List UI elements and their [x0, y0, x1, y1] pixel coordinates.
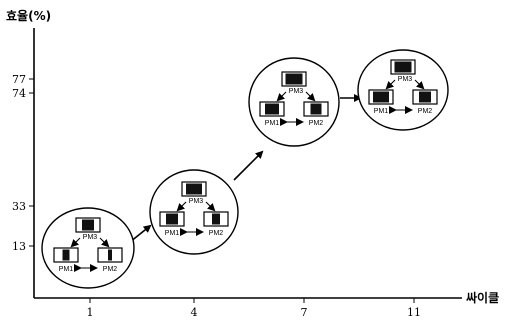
flow-arrow: [385, 79, 396, 90]
axes: 효율(%) 싸이클 77 74 33 13 1 4 7 11: [6, 9, 499, 319]
pm2-label: PM2: [209, 230, 224, 237]
pm3-label: PM3: [189, 198, 204, 205]
pm2-label: PM2: [309, 120, 324, 127]
transition-arrow: [233, 150, 264, 181]
flow-arrow: [99, 237, 110, 248]
pm2-module: [97, 247, 123, 263]
pm3-module-fill: [285, 73, 303, 85]
pm2-module-fill: [108, 249, 112, 261]
y-tick-label: 74: [12, 87, 26, 100]
pm2-label: PM2: [418, 108, 433, 115]
pm3-module-fill: [82, 219, 94, 231]
flow-arrow: [70, 237, 81, 248]
pm2-module-fill: [310, 103, 322, 115]
pm2-module-fill: [419, 91, 431, 103]
pm3-module-fill: [186, 183, 202, 195]
pm1-label: PM1: [59, 266, 74, 273]
x-tick-label: 4: [191, 306, 198, 319]
state-circle: [149, 169, 239, 255]
pm3-module: [281, 71, 307, 87]
x-tick-label: 11: [407, 306, 421, 319]
flow-arrow: [414, 79, 425, 90]
flow-arrow: [176, 201, 187, 212]
pm3-label: PM3: [83, 234, 98, 241]
pm1-module: [159, 211, 185, 227]
x-axis-label: 싸이클: [466, 290, 499, 305]
pm3-label: PM3: [289, 88, 304, 95]
pm3-module: [390, 59, 416, 75]
x-tick-label: 1: [87, 306, 94, 319]
pm2-module: [303, 101, 329, 117]
pm3-label: PM3: [398, 76, 413, 83]
pm1-module: [368, 89, 394, 105]
y-tick-label: 33: [12, 200, 26, 213]
y-tick-label: 77: [12, 73, 26, 86]
pm2-module: [412, 89, 438, 105]
pm1-label: PM1: [265, 120, 280, 127]
pm3-module-fill: [394, 61, 412, 73]
pm2-module-fill: [212, 213, 220, 225]
pm2-label: PM2: [103, 266, 118, 273]
x-tick-label: 7: [301, 306, 308, 319]
pm1-module-fill: [166, 213, 178, 225]
flow-arrow: [205, 201, 216, 212]
state-circle: [41, 207, 135, 289]
pm1-module: [53, 247, 79, 263]
pm1-label: PM1: [374, 108, 389, 115]
state-circle: [357, 49, 449, 131]
pm2-module: [203, 211, 229, 227]
pm1-module-fill: [62, 249, 70, 261]
state-circle: [248, 57, 340, 147]
pm1-module-fill: [373, 91, 389, 103]
pm1-module: [259, 101, 285, 117]
y-axis-label: 효율(%): [6, 9, 51, 23]
flow-arrow: [276, 91, 287, 102]
flow-arrow: [305, 91, 316, 102]
pm1-module-fill: [265, 103, 279, 115]
pm3-module: [181, 181, 207, 197]
pm3-module: [75, 217, 101, 233]
pm1-label: PM1: [165, 230, 180, 237]
y-tick-label: 13: [12, 240, 26, 253]
